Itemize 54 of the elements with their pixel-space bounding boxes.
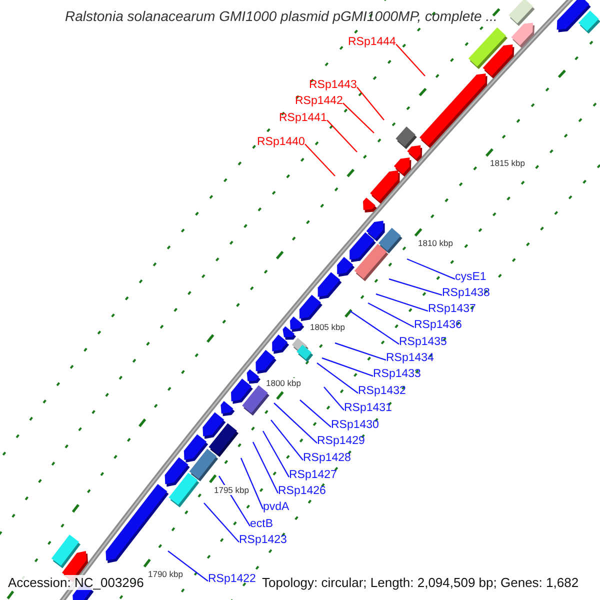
leader-line: [406, 258, 456, 280]
leader-line: [168, 550, 208, 582]
gene-label: RSp1437: [428, 303, 476, 316]
gene-label: RSp1434: [386, 352, 434, 365]
gene-label: cysE1: [455, 271, 486, 284]
gene-label: ectB: [250, 518, 274, 531]
gene-label: RSp1440: [257, 136, 305, 149]
gene-label: RSp1428: [303, 452, 351, 465]
gene-label: RSp1441: [279, 112, 327, 125]
gene-label: RSp1432: [358, 385, 406, 398]
leader-line: [240, 458, 264, 510]
scale-label: 1790 kbp: [148, 569, 183, 579]
gene-label: RSp1438: [442, 287, 490, 300]
gene-label: RSp1431: [344, 402, 392, 415]
gene-label: RSp1435: [399, 336, 447, 349]
gene-label: RSp1444: [348, 36, 396, 49]
leader-line: [204, 502, 240, 542]
scale-label: 1800 kbp: [266, 378, 301, 388]
gene-label: RSp1427: [289, 469, 337, 482]
gene-label: RSp1426: [278, 485, 326, 498]
gene-label: pvdA: [263, 501, 290, 514]
gene-label: RSp1433: [373, 368, 421, 381]
leader-line: [304, 144, 336, 176]
leader-line: [326, 120, 358, 152]
leader-line: [342, 102, 374, 134]
leader-line: [324, 386, 344, 410]
gene-label: RSp1436: [414, 319, 462, 332]
leader-line: [270, 420, 304, 460]
leader-line: [334, 342, 386, 361]
leader-line: [274, 402, 318, 444]
gene-label: RSp1430: [331, 419, 379, 432]
scale-label: 1815 kbp: [490, 158, 525, 168]
gene-label: RSp1423: [239, 534, 287, 547]
gene-label: RSp1442: [295, 95, 343, 108]
leader-line: [368, 302, 414, 328]
leader-line: [322, 357, 374, 377]
leader-line: [350, 310, 400, 345]
title: Ralstonia solanacearum GMI1000 plasmid pGMI1000MP, complete ...: [65, 8, 498, 25]
leader-line: [262, 430, 290, 478]
leader-line: [396, 44, 426, 76]
gene-label: RSp1429: [317, 435, 365, 448]
scale-label: 1810 kbp: [418, 238, 453, 248]
scale-label: 1795 kbp: [214, 485, 249, 495]
leader-line: [252, 442, 279, 494]
gene-label: RSp1422: [208, 573, 256, 586]
leader-line: [376, 293, 428, 312]
leader-line: [300, 400, 332, 428]
accession-text: Accession: NC_003296: [8, 575, 144, 590]
leader-line: [388, 278, 442, 296]
gene-label: RSp1443: [309, 79, 357, 92]
leader-line: [356, 86, 384, 120]
leader-line: [316, 362, 358, 394]
summary-text: Topology: circular; Length: 2,094,509 bp; Genes: 1,682: [262, 575, 579, 590]
scale-label: 1805 kbp: [310, 322, 345, 332]
